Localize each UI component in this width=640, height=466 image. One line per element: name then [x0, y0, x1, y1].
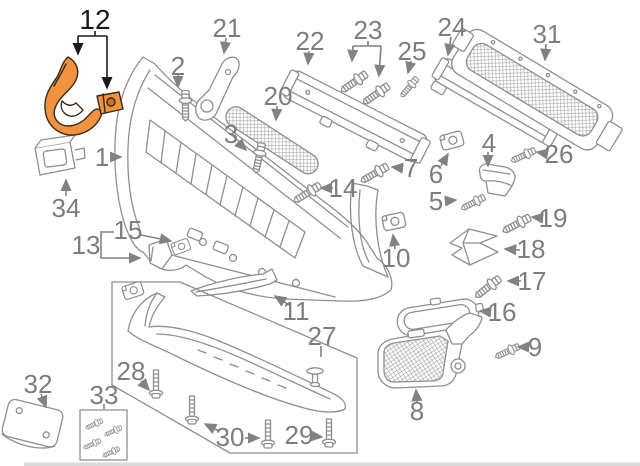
part-8-fog-grille — [377, 312, 483, 389]
part-30-bolt-b — [260, 419, 276, 449]
leader-lines — [36, 36, 552, 444]
part-21-bracket — [195, 56, 240, 121]
part-28-bolt — [148, 369, 164, 399]
part-29-bolt — [321, 418, 337, 448]
part-19-screw — [499, 211, 534, 238]
part-27-valance-box — [111, 281, 358, 454]
bottom-edge-bar — [24, 462, 640, 466]
part-7-screw — [357, 160, 392, 188]
part-6-clip — [438, 129, 466, 152]
part-25-screw — [396, 74, 422, 101]
part-12-highlighted-bracket — [44, 56, 124, 136]
part-33-hardware-kit — [79, 409, 128, 461]
part-4-bracket — [478, 163, 516, 197]
part-10-clip — [380, 211, 407, 232]
part-22-impact-bar — [279, 69, 431, 164]
part-20-grille-strip — [225, 106, 319, 175]
part-34-sensor-module — [34, 134, 86, 176]
part-17-screw — [471, 272, 505, 303]
part-32-plate-bracket — [1, 398, 64, 449]
part-31-grille — [451, 27, 623, 152]
part-27-clip — [120, 280, 145, 301]
part-5-screw — [458, 191, 488, 215]
part-26-screw — [508, 144, 538, 167]
part-11-molding-strip — [190, 268, 278, 297]
part-23-screw-a — [337, 67, 371, 97]
leader-lines-highlight — [72, 31, 113, 90]
part-9-screw — [492, 340, 522, 363]
part-30-bolt-a — [184, 395, 200, 425]
part-18-deflector — [449, 228, 499, 266]
